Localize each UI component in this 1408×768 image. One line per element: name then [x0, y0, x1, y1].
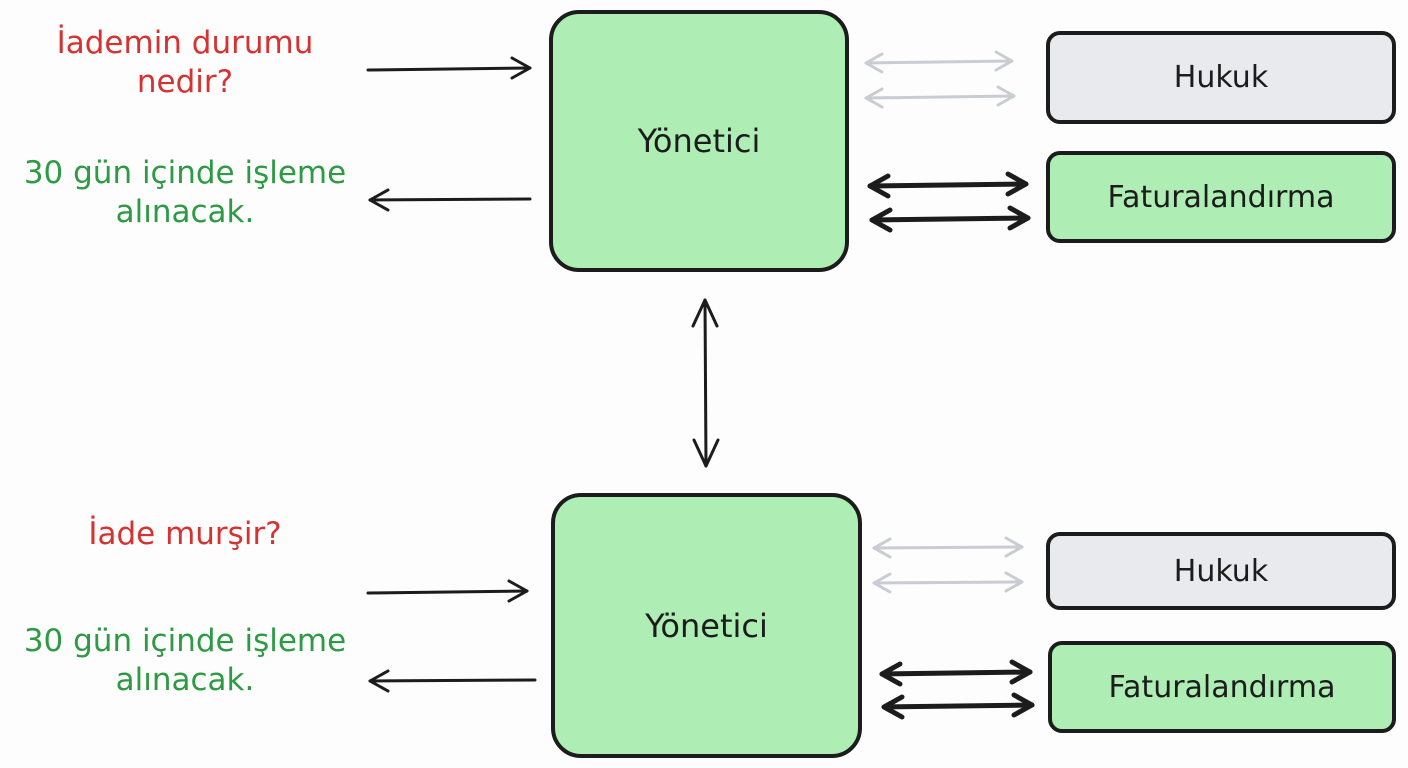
user-question-top: İademin durumu nedir? — [56, 25, 314, 100]
service-label-hukuk-top: Hukuk — [1173, 60, 1269, 95]
service-node-hukuk-bottom[interactable]: Hukuk — [1046, 532, 1396, 610]
agent-answer-top: 30 gün içinde işleme alınacak. — [23, 155, 347, 230]
billing-link-top — [867, 171, 1031, 233]
manager-label-bottom: Yönetici — [645, 606, 768, 645]
service-node-billing-bottom[interactable]: Faturalandırma — [1048, 641, 1396, 733]
hukuk-link-top — [864, 50, 1016, 109]
manager-node-bottom[interactable]: Yönetici — [551, 493, 862, 758]
service-label-billing-top: Faturalandırma — [1107, 179, 1335, 215]
service-node-billing-top[interactable]: Faturalandırma — [1046, 151, 1396, 243]
user-question-bottom: İade murşir? — [88, 516, 282, 552]
agent-answer-bottom: 30 gün içinde işleme alınacak. — [23, 623, 347, 698]
response-arrow-bottom — [368, 669, 537, 693]
service-node-hukuk-top[interactable]: Hukuk — [1046, 31, 1396, 124]
billing-link-bottom — [879, 659, 1035, 720]
request-arrow-bottom — [366, 579, 529, 603]
manager-node-top[interactable]: Yönetici — [549, 10, 849, 272]
response-arrow-top — [368, 188, 532, 212]
service-label-hukuk-bottom: Hukuk — [1173, 553, 1269, 589]
request-arrow-top — [366, 56, 532, 80]
manager-label-top: Yönetici — [637, 122, 761, 160]
hukuk-link-bottom — [872, 536, 1024, 594]
service-label-billing-bottom: Faturalandırma — [1108, 669, 1336, 705]
manager-connector-arrow — [691, 298, 720, 468]
